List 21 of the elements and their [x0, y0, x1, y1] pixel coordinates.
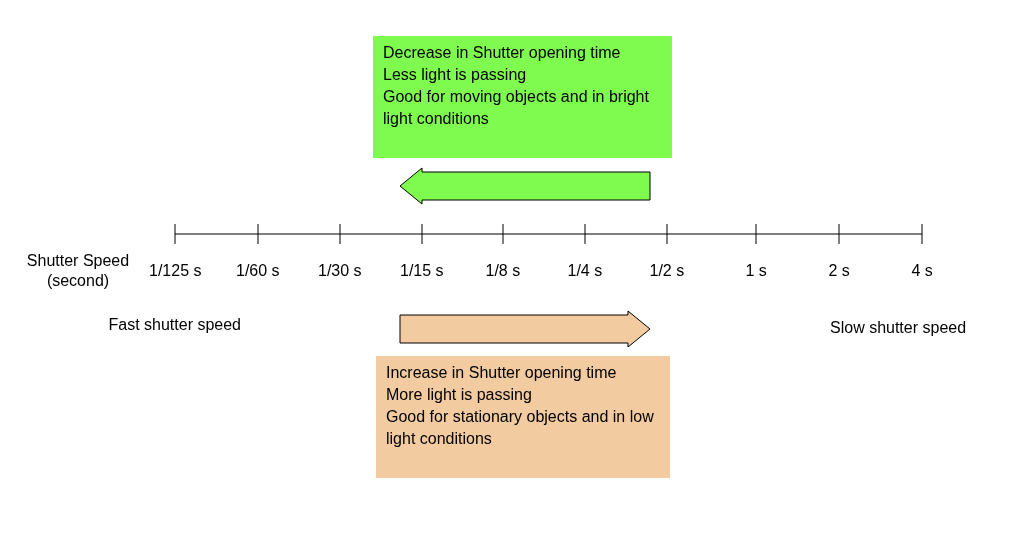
tick-label: 1/125 s [149, 261, 202, 281]
tick-label: 1/15 s [400, 261, 444, 281]
box-text: More light is passing [386, 385, 533, 405]
axis-title: Shutter Speed (second) [25, 251, 131, 291]
tick-label: 1 s [745, 261, 767, 281]
range-note: Fast shutter speed [108, 315, 241, 335]
info-box [376, 356, 670, 478]
box-text: Decrease in Shutter opening time [383, 43, 622, 63]
box-text: Good for stationary objects and in low light conditions [386, 407, 655, 449]
box-text: Less light is passing [383, 65, 528, 85]
tick-label: 1/2 s [649, 261, 685, 281]
box-text: Good for moving objects and in bright light conditions [383, 87, 650, 129]
tick-label: 1/60 s [236, 261, 280, 281]
tick-label: 1/4 s [567, 261, 603, 281]
box-text: Increase in Shutter opening time [386, 363, 618, 383]
info-box [373, 36, 672, 158]
tick-label: 1/30 s [318, 261, 362, 281]
tick-label: 4 s [911, 261, 933, 281]
range-note: Slow shutter speed [830, 318, 967, 338]
tick-label: 2 s [828, 261, 850, 281]
tick-label: 1/8 s [485, 261, 521, 281]
